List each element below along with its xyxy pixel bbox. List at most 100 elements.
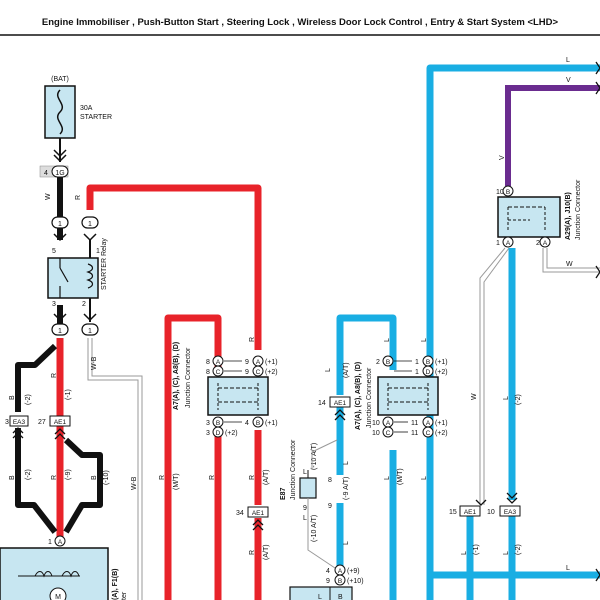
svg-text:A: A [256,359,261,366]
bat-label: (BAT) [51,76,69,83]
svg-text:L: L [421,476,428,480]
svg-text:Junction Connector: Junction Connector [366,367,373,428]
svg-text:(+2): (+2) [225,430,238,437]
svg-text:L: L [318,594,322,600]
svg-text:B: B [91,475,98,480]
svg-text:C: C [386,430,391,437]
svg-text:(-10): (-10) [103,470,110,485]
svg-text:A: A [216,359,221,366]
svg-text:W-B: W-B [131,476,138,490]
svg-text:3: 3 [52,301,56,308]
svg-text:(+2): (+2) [435,430,448,437]
fuse-rating: 30A [80,105,93,112]
svg-text:A: A [543,240,548,247]
svg-text:(+1): (+1) [265,359,278,366]
svg-text:A: A [338,568,343,575]
svg-text:Junction Connector: Junction Connector [290,439,297,500]
svg-text:AE1: AE1 [54,419,67,426]
ae1-splice-34: 34 AE1 [236,506,269,531]
svg-text:14: 14 [318,400,326,407]
svg-text:(-1): (-1) [473,544,480,555]
svg-text:AE1: AE1 [334,400,347,407]
white-wires [87,247,600,600]
starter-relay: 5 1 3 2 STARTER Relay 1 1 [47,238,108,336]
svg-text:A: A [506,240,511,247]
svg-text:5: 5 [52,248,56,255]
starter-fuse: (BAT) 30A STARTER 4 1G [39,76,112,178]
ae1-splice-14: 14 AE1 [318,396,351,421]
svg-text:(+2): (+2) [435,369,448,376]
svg-text:(+10): (+10) [347,578,364,585]
svg-text:R: R [75,195,82,200]
svg-text:V: V [566,77,571,84]
svg-text:10: 10 [372,430,380,437]
svg-text:1: 1 [58,328,62,335]
svg-text:B: B [338,594,343,600]
svg-text:8: 8 [206,359,210,366]
svg-text:11: 11 [411,420,418,427]
fuse-pin: 4 [44,170,48,177]
svg-text:(-9 A/T): (-9 A/T) [343,477,350,500]
svg-text:A: A [426,420,431,427]
svg-text:9: 9 [245,369,249,376]
svg-text:R: R [209,475,216,480]
svg-text:10: 10 [496,189,504,196]
svg-text:L: L [503,396,510,400]
svg-text:(+1): (+1) [435,420,448,427]
svg-text:B: B [9,475,16,480]
svg-text:R: R [51,373,58,378]
svg-text:9: 9 [326,578,330,585]
relay-switch-icon [59,267,69,283]
svg-text:(-2): (-2) [25,469,32,480]
svg-text:1: 1 [58,221,62,228]
svg-text:(M/T): (M/T) [397,468,404,485]
relay-body [47,257,99,299]
svg-text:15: 15 [449,509,457,516]
svg-text:M: M [55,594,61,600]
svg-text:(+9): (+9) [347,568,360,575]
svg-text:A7(A), (C), A8(B), (D): A7(A), (C), A8(B), (D) [173,342,180,410]
e87-junction-connector: E87 Junction Connector (-10 A/T) (-10 A/… [280,439,338,569]
svg-text:D: D [216,430,221,437]
svg-text:B: B [9,395,16,400]
starter-label: (A), F1(B) [112,569,119,600]
svg-text:W: W [471,393,478,400]
svg-text:4: 4 [326,568,330,575]
svg-text:10: 10 [487,509,495,516]
svg-text:(-10 A/T): (-10 A/T) [311,443,318,470]
svg-text:L: L [303,469,307,476]
svg-text:A7(A), (C), A8(B), (D): A7(A), (C), A8(B), (D) [355,362,362,430]
svg-text:A29(A), J10(B): A29(A), J10(B) [565,192,572,240]
svg-text:AE1: AE1 [252,510,265,517]
svg-text:9: 9 [245,359,249,366]
svg-text:L: L [343,541,350,545]
svg-text:L: L [461,551,468,555]
red-wires [56,184,262,600]
svg-text:1: 1 [88,328,92,335]
svg-text:AE1: AE1 [464,509,477,516]
svg-text:C: C [426,430,431,437]
starter-component: 1 A M (A), F1(B) ter [0,535,128,600]
svg-text:B: B [426,359,430,366]
diagram-title: Engine Immobiliser , Push-Button Start ,… [42,17,559,28]
svg-text:E87: E87 [280,487,287,500]
svg-text:R: R [249,475,256,480]
svg-text:L: L [325,368,332,372]
svg-text:R: R [249,550,256,555]
svg-text:2: 2 [376,359,380,366]
svg-text:(-10 A/T): (-10 A/T) [311,515,318,542]
svg-text:(+1): (+1) [435,359,448,366]
svg-text:2: 2 [82,301,86,308]
svg-text:ter: ter [121,591,128,600]
svg-text:B: B [216,420,220,427]
svg-text:(-2): (-2) [515,394,522,405]
svg-text:10: 10 [372,420,380,427]
fuse-name: STARTER [80,114,112,121]
svg-text:W-B: W-B [91,356,98,370]
starter-relay-label: STARTER Relay [101,238,108,290]
svg-text:Junction Connector: Junction Connector [185,347,192,408]
svg-text:11: 11 [411,430,418,437]
svg-text:27: 27 [38,419,46,426]
